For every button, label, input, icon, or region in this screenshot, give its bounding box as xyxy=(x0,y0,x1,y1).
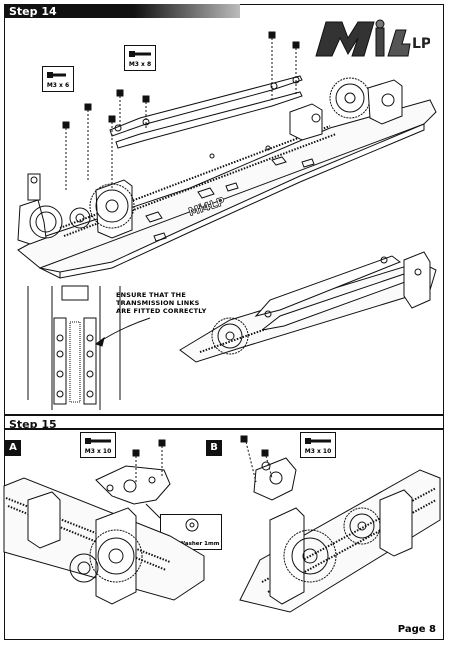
note-line-1: ENSURE THAT THE xyxy=(116,291,186,299)
callout-b-m3x10: M3 x 10 xyxy=(300,432,336,458)
callout-a-m3x10-label: M3 x 10 xyxy=(84,448,112,455)
mi4lp-logo: LP xyxy=(315,19,430,57)
callout-m3x8-label: M3 x 8 xyxy=(128,61,152,68)
step-15-title: Step 15 xyxy=(9,418,57,431)
screw-icon xyxy=(129,51,151,57)
note-line-3: ARE FITTED CORRECTLY xyxy=(116,307,207,315)
page-number: Page 8 xyxy=(397,624,436,635)
callout-b-m3x10-label: M3 x 10 xyxy=(304,448,332,455)
callout-m3x6-label: M3 x 6 xyxy=(46,82,70,89)
step-15-bar xyxy=(4,428,444,430)
callout-grey-washer-label: Grey Washer 1mm xyxy=(162,541,220,547)
screw-icon xyxy=(47,72,66,78)
transmission-note: ENSURE THAT THE TRANSMISSION LINKS ARE F… xyxy=(116,291,207,315)
step-divider xyxy=(4,414,444,416)
svg-text:LP: LP xyxy=(412,36,430,52)
callout-m3x8: M3 x 8 xyxy=(124,45,156,71)
panel-b-tag: B xyxy=(206,440,222,456)
screw-icon xyxy=(85,438,111,444)
panel-a-tag: A xyxy=(5,440,21,456)
callout-m3x6: M3 x 6 xyxy=(42,66,74,92)
note-line-2: TRANSMISSION LINKS xyxy=(116,299,200,307)
screw-icon xyxy=(305,438,331,444)
washer-icon xyxy=(185,518,199,532)
step-14-header-bar xyxy=(4,4,240,18)
callout-grey-washer: Grey Washer 1mm xyxy=(160,514,222,550)
step-14-title: Step 14 xyxy=(9,5,57,18)
page-frame xyxy=(4,4,444,640)
callout-a-m3x10: M3 x 10 xyxy=(80,432,116,458)
